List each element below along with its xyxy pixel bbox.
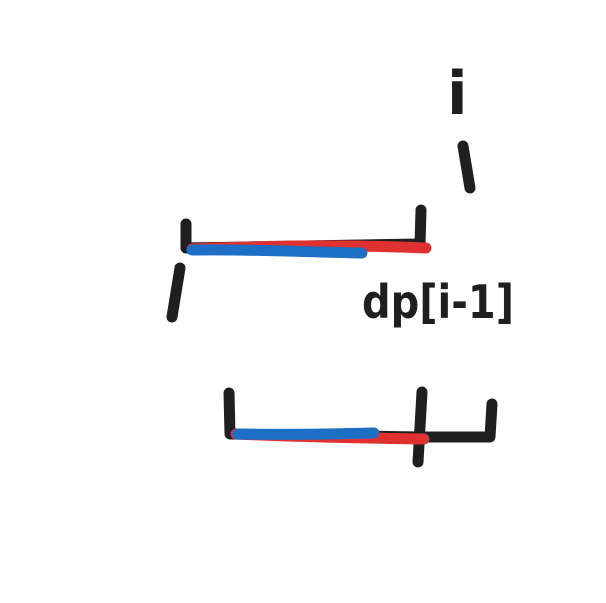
upper-segment-left-tick <box>166 262 186 323</box>
lower-segment-right-tick <box>412 386 428 468</box>
index-marker-line <box>457 140 476 194</box>
lower-segment <box>223 386 498 468</box>
upper-segment-blue-stroke <box>186 244 368 259</box>
index-label-i: i <box>447 59 468 129</box>
upper-segment <box>166 204 432 323</box>
dp-label: dp[i-1] <box>362 275 514 329</box>
dp-label-text: dp[i-1] <box>362 275 514 329</box>
index-label-text: i <box>447 59 468 129</box>
lower-segment-blue-stroke <box>232 427 380 440</box>
